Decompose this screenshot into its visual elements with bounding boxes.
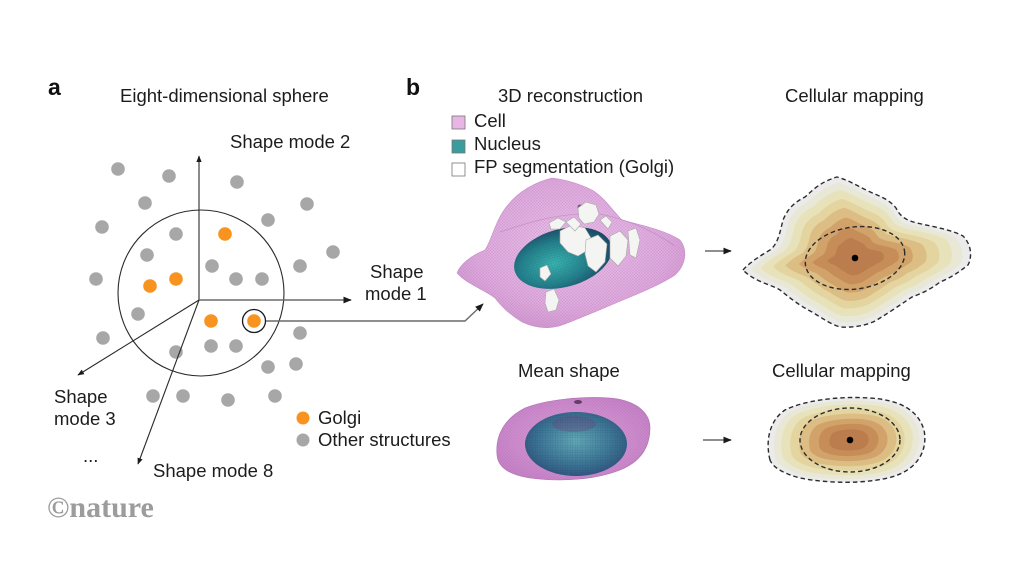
panel-a-label: a: [48, 74, 61, 100]
golgi-point: [247, 314, 261, 328]
reconstruction-title: 3D reconstruction: [498, 85, 643, 106]
panel-b-legend: Cell Nucleus FP segmentation (Golgi): [451, 110, 674, 177]
connector-arrow: [266, 303, 484, 322]
other-structure-point: [261, 213, 275, 227]
top-mapping-cell-outline-dashed: [742, 176, 972, 328]
nucleus-outline-dashed-top: [804, 225, 906, 291]
legend-cell-swatch: [451, 115, 466, 130]
other-structure-point: [229, 272, 243, 286]
unit-sphere-circle: [117, 209, 285, 377]
other-structure-point: [229, 339, 243, 353]
axis-label-mode-8: Shape mode 8: [153, 460, 273, 481]
cellular-mapping-top: [742, 176, 972, 328]
nucleus-outline-dashed-bottom: [799, 407, 901, 473]
panel-b-label: b: [406, 74, 420, 100]
other-structure-point: [140, 248, 154, 262]
other-structure-point: [111, 162, 125, 176]
shape-mode-8-axis: [137, 299, 200, 465]
golgi-segmentation: [539, 201, 641, 313]
other-structure-point: [293, 259, 307, 273]
golgi-point: [204, 314, 218, 328]
other-structure-point: [261, 360, 275, 374]
centroid-dot-top: [851, 254, 859, 262]
panel-b: b 3D reconstruction Cell Nucleus FP segm…: [406, 74, 972, 483]
other-structure-point: [221, 393, 235, 407]
other-structure-point: [169, 345, 183, 359]
shape-mode-3-axis: [77, 299, 200, 376]
nature-logo: ©nature: [47, 491, 154, 524]
legend-other-label: Other structures: [318, 429, 451, 450]
legend-nucleus-label: Nucleus: [474, 133, 541, 154]
cell-fold-line: [499, 213, 676, 247]
bottom-mapping-cell-outline-dashed: [767, 396, 926, 483]
golgi-fragment: [544, 288, 560, 313]
legend-cell-label: Cell: [474, 110, 506, 131]
mean-cell-dimple: [574, 400, 582, 404]
golgi-fragment: [609, 230, 629, 267]
golgi-fragment: [539, 264, 552, 282]
legend-nucleus-swatch: [451, 139, 466, 154]
other-structure-point: [95, 220, 109, 234]
other-structure-point: [146, 389, 160, 403]
axis-label-mode-3-line1: Shape: [54, 386, 108, 407]
highlight-ring: [241, 308, 267, 334]
axis-label-mode-1-line2: mode 1: [365, 283, 427, 304]
golgi-point: [169, 272, 183, 286]
legend-fp-swatch: [451, 162, 466, 177]
panel-a: a Eight-dimensional sphere Shape mode 2 …: [48, 74, 484, 481]
mean-nucleus-shading: [552, 416, 596, 432]
cellular-mapping-bottom: [767, 396, 926, 483]
centroid-dot-bottom: [846, 436, 854, 444]
other-structure-point: [268, 389, 282, 403]
golgi-fragment: [584, 234, 608, 273]
mapping-title-bottom: Cellular mapping: [772, 360, 911, 381]
mean-shape: [496, 397, 651, 481]
axis-ellipsis: ...: [83, 445, 98, 466]
legend-golgi-swatch: [296, 411, 310, 425]
golgi-point: [218, 227, 232, 241]
other-structure-point: [131, 307, 145, 321]
cell-reconstruction: [456, 177, 686, 328]
other-structure-point: [230, 175, 244, 189]
golgi-fragment: [548, 217, 567, 230]
other-structure-point: [89, 272, 103, 286]
other-structure-point: [255, 272, 269, 286]
other-structure-point: [293, 326, 307, 340]
golgi-fragment: [599, 215, 613, 230]
other-structure-point: [138, 196, 152, 210]
golgi-fragment: [627, 227, 641, 259]
other-structure-point: [169, 227, 183, 241]
other-structure-point: [162, 169, 176, 183]
mean-nucleus-mesh-texture: [525, 412, 627, 476]
point-cloud: [89, 162, 340, 407]
other-structure-point: [204, 339, 218, 353]
golgi-point: [143, 279, 157, 293]
legend-fp-label: FP segmentation (Golgi): [474, 156, 674, 177]
axis-label-mode-1-line1: Shape: [370, 261, 424, 282]
panel-a-title: Eight-dimensional sphere: [120, 85, 329, 106]
golgi-fragment: [577, 201, 600, 225]
axis-label-mode-3-line2: mode 3: [54, 408, 116, 429]
mean-shape-title: Mean shape: [518, 360, 620, 381]
other-structure-point: [326, 245, 340, 259]
other-structure-point: [289, 357, 303, 371]
golgi-fragment: [565, 216, 582, 232]
other-structure-point: [176, 389, 190, 403]
other-structure-point: [205, 259, 219, 273]
legend-other-swatch: [296, 433, 310, 447]
panel-a-legend: Golgi Other structures: [296, 407, 451, 450]
mapping-title-top: Cellular mapping: [785, 85, 924, 106]
other-structure-point: [96, 331, 110, 345]
legend-golgi-label: Golgi: [318, 407, 361, 428]
other-structure-point: [300, 197, 314, 211]
axis-label-mode-2: Shape mode 2: [230, 131, 350, 152]
